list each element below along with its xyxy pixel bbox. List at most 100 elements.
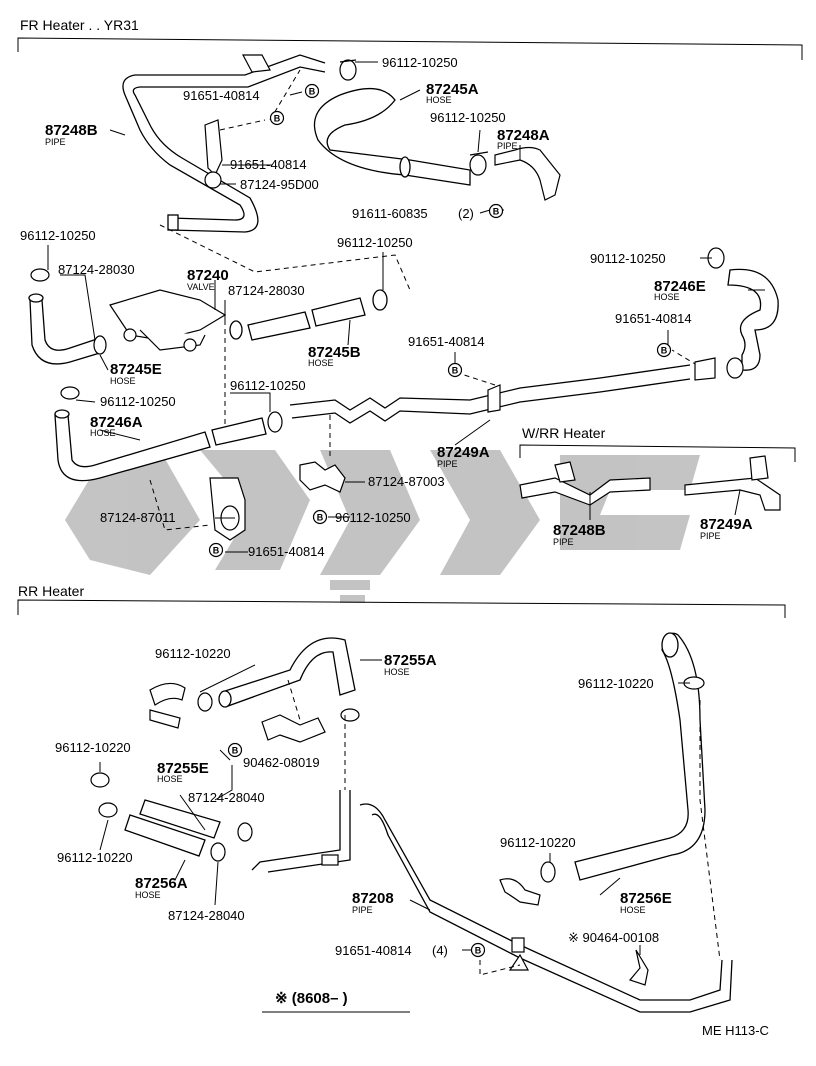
section-titles: FR Heater . . YR31 RR Heater W/RR Heater xyxy=(18,17,606,599)
part-number: 90112-10250 xyxy=(590,251,666,266)
part-type: HOSE xyxy=(157,774,183,784)
part-number: 87255E xyxy=(157,760,209,777)
part-type: HOSE xyxy=(135,890,161,900)
svg-text:B: B xyxy=(232,746,239,756)
part-number: 90462-08019 xyxy=(243,755,320,770)
footnote-text: ※ (8608– ) xyxy=(275,990,348,1007)
part-number: 87248A xyxy=(497,127,550,144)
part-type: HOSE xyxy=(110,376,136,386)
part-type: HOSE xyxy=(90,428,116,438)
part-number: 96112-10250 xyxy=(382,55,458,70)
part-number: 87248B xyxy=(45,122,98,139)
part-type: HOSE xyxy=(384,667,410,677)
part-number: 87245E xyxy=(110,361,162,378)
bracket-87124-87003 xyxy=(299,461,346,493)
part-number: 96112-10220 xyxy=(578,676,654,691)
part-number: 87248B xyxy=(553,522,606,539)
clamp-96112-10250-b xyxy=(469,151,489,176)
pipe-87249A-rr xyxy=(684,455,781,511)
part-type: HOSE xyxy=(308,358,334,368)
hose-87256E xyxy=(574,632,706,881)
part-number: 87255A xyxy=(384,652,437,669)
part-type: PIPE xyxy=(45,137,66,147)
pipe-87208-fitting xyxy=(321,854,529,971)
part-number: 87249A xyxy=(700,516,753,533)
part-number: 91651-40814 xyxy=(183,88,260,103)
valve-87240 xyxy=(109,289,227,352)
bolt-letters: B B B B B B B B B xyxy=(213,87,668,956)
part-number: 96112-10250 xyxy=(100,394,176,409)
svg-text:B: B xyxy=(309,87,316,97)
part-number: 91651-40814 xyxy=(335,943,412,958)
part-number: 87240 xyxy=(187,267,229,284)
wrr-section-bracket xyxy=(519,444,796,462)
clamp-96112-10250-a xyxy=(339,59,357,81)
pipe-87248A xyxy=(494,146,561,201)
part-number: 87256E xyxy=(620,890,672,907)
svg-text:B: B xyxy=(274,114,281,124)
hoses-87255E-87256A xyxy=(124,799,221,857)
section-title-wrr: W/RR Heater xyxy=(522,425,606,441)
part-number: 87124-87003 xyxy=(368,474,445,489)
part-number: ※ 90464-00108 xyxy=(568,930,659,945)
part-number: 96112-10250 xyxy=(230,378,306,393)
part-type: HOSE xyxy=(654,292,680,302)
pipe-87249A xyxy=(289,364,691,424)
pipe-87248B xyxy=(122,54,326,233)
part-type: VALVE xyxy=(187,282,215,292)
part-type: PIPE xyxy=(352,905,373,915)
rr-section-bracket xyxy=(17,599,786,618)
svg-text:B: B xyxy=(317,513,324,523)
hose-87245B xyxy=(229,289,388,341)
hose-87246E xyxy=(727,268,779,371)
figure-code-text: ME H113-C xyxy=(702,1023,769,1038)
part-number: 91651-40814 xyxy=(615,311,692,326)
part-number: 96112-10220 xyxy=(155,646,231,661)
fr-section-bracket xyxy=(17,37,803,60)
svg-text:B: B xyxy=(475,946,482,956)
part-number: 87124-87011 xyxy=(100,510,176,525)
part-number: 87245B xyxy=(308,344,361,361)
part-number: 91651-40814 xyxy=(408,334,485,349)
part-number: 96112-10250 xyxy=(337,235,413,250)
clamps-rr-left xyxy=(90,772,253,862)
connector-left-rr xyxy=(149,682,186,729)
hose-87255A xyxy=(218,637,356,708)
part-type: HOSE xyxy=(620,905,646,915)
clip-90464-00108 xyxy=(628,949,649,986)
part-type: PIPE xyxy=(700,531,721,541)
hose-87245E xyxy=(28,293,104,365)
connector-lower-rr xyxy=(499,676,705,906)
part-number: 87208 xyxy=(352,890,394,907)
section-title-rr: RR Heater xyxy=(18,583,84,599)
part-number: 91651-40814 xyxy=(248,544,325,559)
bracket-87124-95D00 xyxy=(204,119,223,189)
part-number: 96112-10220 xyxy=(55,740,131,755)
part-number: 87124-95D00 xyxy=(240,177,319,192)
part-labels: 96112-10250 87245A HOSE 91651-40814 9611… xyxy=(20,55,753,958)
part-number: 87124-28030 xyxy=(58,262,135,277)
svg-text:B: B xyxy=(493,207,500,217)
clamp-87124-28030-a xyxy=(30,268,107,355)
qty: (2) xyxy=(458,206,474,221)
part-number: 87246E xyxy=(654,278,706,295)
svg-text:B: B xyxy=(661,346,668,356)
part-number: 87246A xyxy=(90,414,143,431)
leader-lines xyxy=(47,61,765,955)
part-number: 96112-10250 xyxy=(20,228,96,243)
part-number: 87245A xyxy=(426,81,479,98)
part-number: 87249A xyxy=(437,444,490,461)
part-number: 96112-10250 xyxy=(430,110,506,125)
part-number: 87124-28040 xyxy=(168,908,245,923)
part-number: 91611-60835 xyxy=(352,206,428,221)
section-title-fr: FR Heater . . YR31 xyxy=(20,17,139,33)
part-number: 96112-10250 xyxy=(335,510,411,525)
clip-upper xyxy=(242,54,271,73)
hose-87246A xyxy=(54,409,267,482)
part-number: 96112-10220 xyxy=(57,850,133,865)
svg-text:B: B xyxy=(452,366,459,376)
part-number: 91651-40814 xyxy=(230,157,307,172)
footnote: ※ (8608– ) xyxy=(262,990,410,1013)
svg-text:B: B xyxy=(213,546,220,556)
